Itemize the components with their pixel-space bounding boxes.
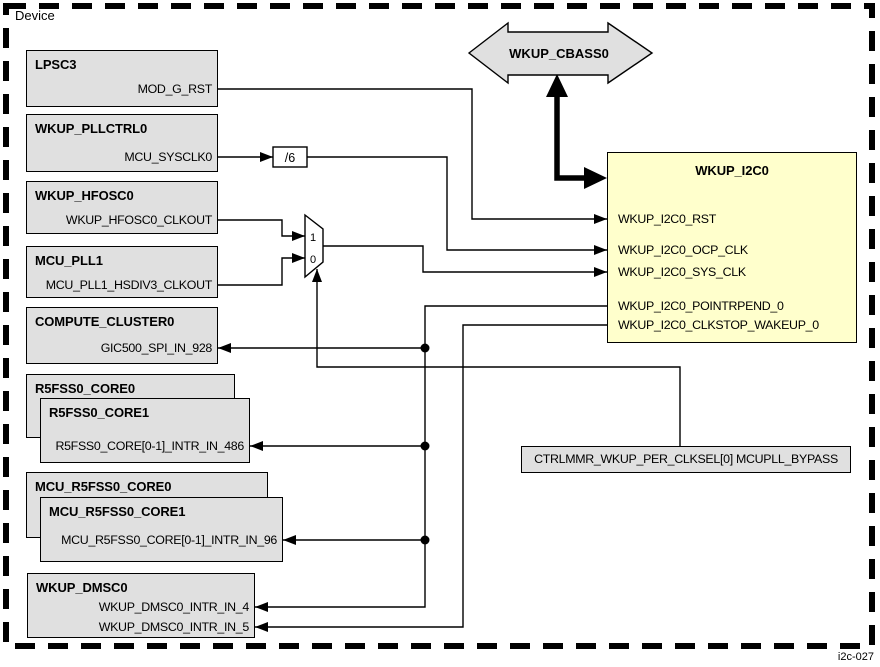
wkup-cbass0-label: WKUP_CBASS0 [509,46,609,61]
block-compute-cluster0: COMPUTE_CLUSTER0 GIC500_SPI_IN_928 [26,307,218,364]
port-wkup-dmsc0-intr-in-5: WKUP_DMSC0_INTR_IN_5 [98,620,250,634]
port-wkup-i2c0-rst: WKUP_I2C0_RST [618,212,717,226]
port-gic500-spi-in-928: GIC500_SPI_IN_928 [100,341,213,355]
wire-hfosc-clkout [218,219,305,241]
port-mcu-pll1-hsdiv3-clkout: MCU_PLL1_HSDIV3_CLKOUT [45,278,213,292]
port-mcu-r5fss0-intr-in-96: MCU_R5FSS0_CORE[0-1]_INTR_IN_96 [61,533,277,547]
clock-mux [304,213,324,279]
wire-mux-select [312,269,681,446]
divider-box [272,146,308,168]
block-wkup-dmsc0: WKUP_DMSC0 WKUP_DMSC0_INTR_IN_4 WKUP_DMS… [27,573,255,638]
block-mcu-pll1: MCU_PLL1 MCU_PLL1_HSDIV3_CLKOUT [26,246,218,298]
block-title: WKUP_PLLCTRL0 [35,121,148,136]
port-wkup-hfosc0-clkout: WKUP_HFOSC0_CLKOUT [65,213,212,227]
port-mcu-sysclk0: MCU_SYSCLK0 [124,150,212,164]
device-label: Device [15,8,55,23]
block-mcu-r5fss0-core1: MCU_R5FSS0_CORE1 MCU_R5FSS0_CORE[0-1]_IN… [40,497,283,562]
mux-input-1-label: 1 [310,232,316,244]
block-wkup-hfosc0: WKUP_HFOSC0 WKUP_HFOSC0_CLKOUT [26,181,218,234]
block-title: R5FSS0_CORE0 [35,381,135,396]
port-wkup-i2c0-ocp-clk: WKUP_I2C0_OCP_CLK [618,243,748,257]
block-r5fss0-core1: R5FSS0_CORE1 R5FSS0_CORE[0-1]_INTR_IN_48… [40,398,250,463]
figure-id: i2c-027 [837,651,874,663]
port-wkup-i2c0-clkstop-wakeup-0: WKUP_I2C0_CLKSTOP_WAKEUP_0 [618,318,819,332]
bus-link [554,92,586,181]
junction-dot [420,343,430,353]
block-title: MCU_PLL1 [35,253,103,268]
port-wkup-i2c0-sys-clk: WKUP_I2C0_SYS_CLK [618,265,746,279]
port-mod-g-rst: MOD_G_RST [137,82,213,96]
mux-input-0-label: 0 [310,254,316,266]
block-wkup-pllctrl0: WKUP_PLLCTRL0 MCU_SYSCLK0 [26,114,218,172]
block-wkup-i2c0: WKUP_I2C0 WKUP_I2C0_RST WKUP_I2C0_OCP_CL… [607,152,857,343]
block-title: MCU_R5FSS0_CORE0 [35,479,172,494]
block-title: R5FSS0_CORE1 [49,405,149,420]
block-title: LPSC3 [35,57,77,72]
bus-arrowhead-right [584,167,607,189]
wire-mod-g-rst [218,88,607,224]
wkup-cbass0-shape [467,21,654,85]
block-title: WKUP_DMSC0 [36,580,128,595]
wire-pll1-hsdiv3-clkout [218,253,305,286]
port-wkup-i2c0-pointrpend-0: WKUP_I2C0_POINTRPEND_0 [618,299,784,313]
block-title: WKUP_HFOSC0 [35,188,134,203]
divider-label: /6 [285,151,295,165]
block-title: COMPUTE_CLUSTER0 [35,314,175,329]
block-title: MCU_R5FSS0_CORE1 [49,504,186,519]
device-boundary [3,3,875,649]
wire-mux-sys-clk [323,245,607,277]
bus-arrowhead-up [546,74,568,97]
block-title: WKUP_I2C0 [695,163,769,178]
junction-dot [420,535,430,545]
wire-div6-ocp-clk [307,156,607,255]
junction-dot [420,441,430,451]
port-r5fss0-intr-in-486: R5FSS0_CORE[0-1]_INTR_IN_486 [55,439,244,453]
port-wkup-dmsc0-intr-in-4: WKUP_DMSC0_INTR_IN_4 [98,600,250,614]
block-lpsc3: LPSC3 MOD_G_RST [26,50,218,107]
ctrlmmr-clksel-box: CTRLMMR_WKUP_PER_CLKSEL[0] MCUPLL_BYPASS [521,446,851,473]
wire-clkstop-wakeup [255,324,607,632]
wire-pointrpend-trunk [255,305,607,612]
